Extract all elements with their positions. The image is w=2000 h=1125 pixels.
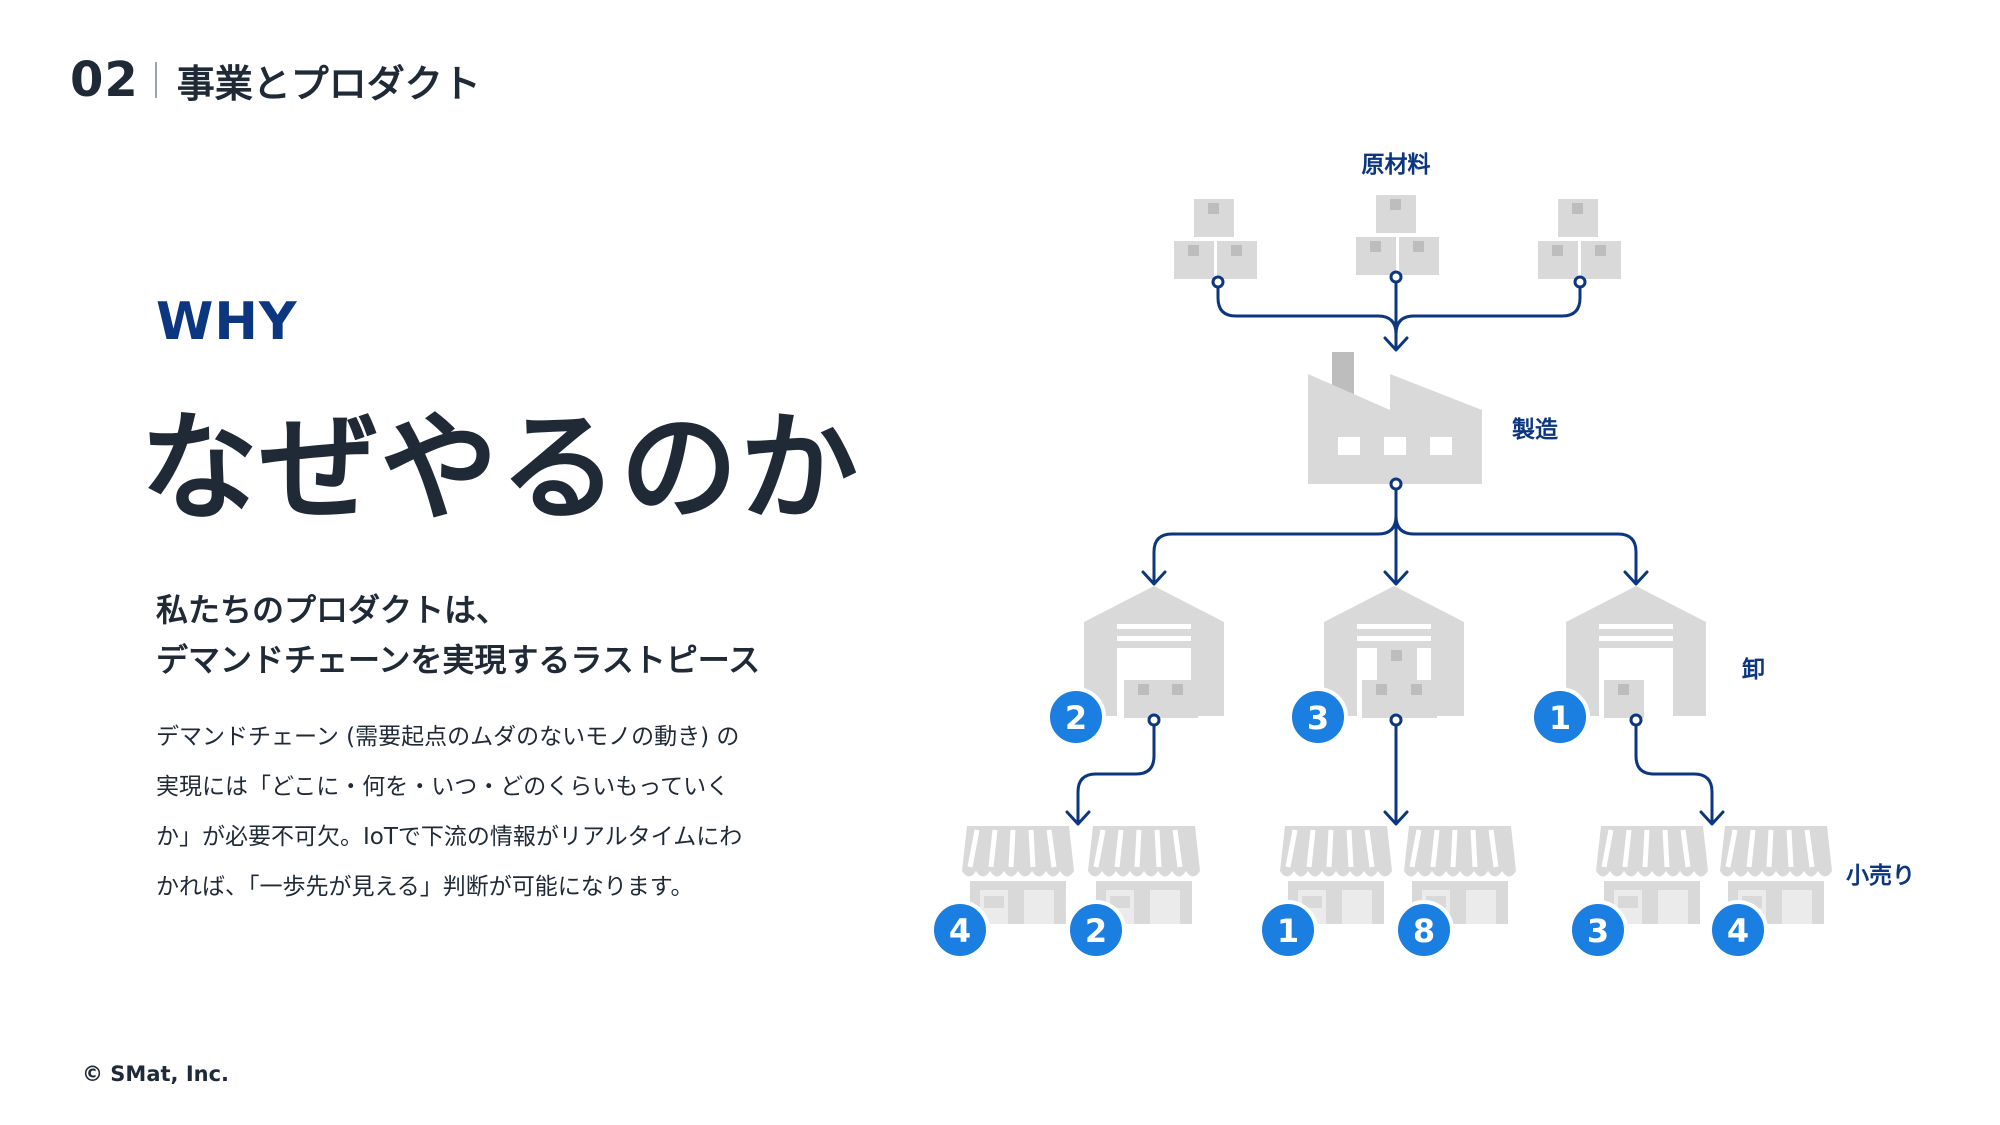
connector-factory-3 — [1394, 482, 1638, 584]
svg-text:1: 1 — [1549, 699, 1571, 737]
section-number: 02 — [70, 52, 139, 108]
svg-text:2: 2 — [1085, 912, 1107, 950]
subheading-line-1: 私たちのプロダクトは、 — [156, 591, 509, 629]
arrowhead-factory — [1383, 336, 1409, 352]
svg-text:2: 2 — [1065, 699, 1087, 737]
warehouse-icon-3 — [1566, 586, 1706, 718]
body-line-1: デマンドチェーン (需要起点のムダのないモノの動き) の — [156, 724, 740, 750]
section-header: 02 事業とプロダクト — [70, 52, 481, 108]
copyright: © SMat, Inc. — [82, 1062, 230, 1086]
connector-raw-3 — [1394, 280, 1582, 350]
label-retail: 小売り — [1846, 863, 1915, 889]
arrowhead-retail-1 — [1065, 810, 1091, 826]
wholesale-badge-3: 1 — [1530, 687, 1590, 747]
retail-badge-5: 3 — [1568, 900, 1628, 960]
wholesale-badge-2: 3 — [1288, 687, 1348, 747]
page-title: なぜやるのか — [140, 399, 861, 537]
node-dot — [1147, 713, 1161, 727]
raw-material-box-1 — [1174, 199, 1257, 279]
factory-icon — [1308, 352, 1482, 484]
connector-raw-1 — [1216, 280, 1398, 350]
connector-warehouse-3-retail — [1634, 718, 1714, 824]
node-dot — [1573, 275, 1587, 289]
arrowhead-retail-3 — [1699, 810, 1725, 826]
arrowhead-warehouse-3 — [1623, 570, 1649, 586]
connector-warehouse-1-retail — [1076, 718, 1156, 824]
node-dot — [1389, 270, 1403, 284]
arrowhead-warehouse-2 — [1383, 570, 1409, 586]
retail-badge-1: 4 — [930, 900, 990, 960]
subheading: 私たちのプロダクトは、 デマンドチェーンを実現するラストピース — [156, 585, 760, 685]
warehouse-icon-2 — [1324, 586, 1464, 718]
eyebrow-label: WHY — [156, 292, 298, 352]
body-line-3: か」が必要不可欠。IoTで下流の情報がリアルタイムにわ — [156, 824, 743, 850]
svg-text:3: 3 — [1307, 699, 1329, 737]
connector-factory-1 — [1152, 482, 1398, 584]
arrowhead-retail-2 — [1383, 810, 1409, 826]
wholesale-badge-1: 2 — [1046, 687, 1106, 747]
section-title: 事業とプロダクト — [176, 61, 481, 106]
raw-material-box-2 — [1356, 195, 1439, 275]
svg-text:4: 4 — [949, 912, 971, 950]
retail-badge-3: 1 — [1258, 900, 1318, 960]
label-raw-materials: 原材料 — [1362, 152, 1431, 178]
svg-text:8: 8 — [1413, 912, 1435, 950]
section-divider — [154, 62, 157, 98]
body-line-2: 実現には「どこに・何を・いつ・どのくらいもっていく — [156, 774, 730, 800]
retail-badge-4: 8 — [1394, 900, 1454, 960]
node-dot — [1211, 275, 1225, 289]
node-dot — [1389, 713, 1403, 727]
warehouse-icon-1 — [1084, 586, 1224, 718]
svg-text:3: 3 — [1587, 912, 1609, 950]
body-line-4: かれば、「一歩先が見える」判断が可能になります。 — [156, 874, 694, 900]
svg-text:1: 1 — [1277, 912, 1299, 950]
retail-badge-6: 4 — [1708, 900, 1768, 960]
subheading-line-2: デマンドチェーンを実現するラストピース — [156, 641, 761, 679]
raw-material-box-3 — [1538, 199, 1621, 279]
node-dot — [1629, 713, 1643, 727]
label-manufacturing: 製造 — [1511, 416, 1559, 443]
svg-text:4: 4 — [1727, 912, 1749, 950]
label-wholesale: 卸 — [1742, 656, 1765, 683]
retail-badge-2: 2 — [1066, 900, 1126, 960]
arrowhead-warehouse-1 — [1141, 570, 1167, 586]
body-paragraph: デマンドチェーン (需要起点のムダのないモノの動き) の 実現には「どこに・何を… — [156, 712, 796, 912]
node-dot — [1389, 477, 1403, 491]
